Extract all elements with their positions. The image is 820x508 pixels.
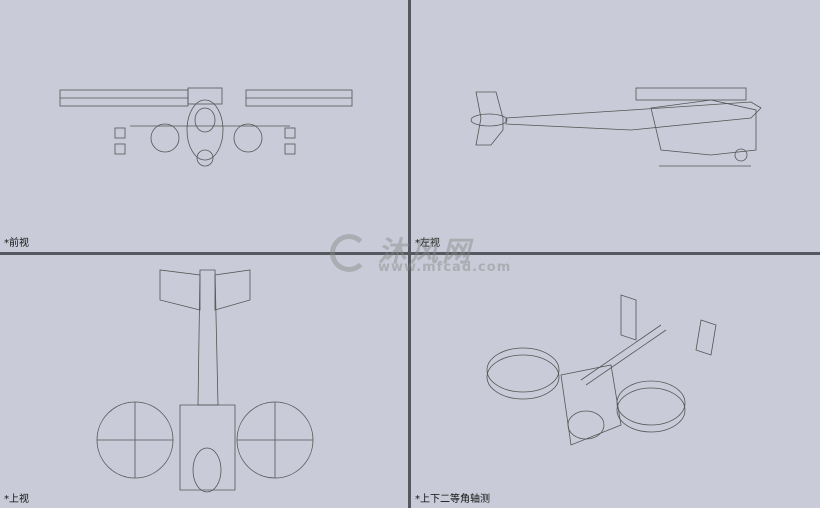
viewport-left[interactable]: *左视 [411,0,820,252]
viewport-label: *上视 [4,494,29,505]
side-view-drawing [470,87,762,167]
viewport-front[interactable]: *前视 [0,0,408,252]
viewport-label: *左视 [415,238,440,249]
watermark: 沐风网 www.mfcad.com [330,230,510,276]
watermark-logo-icon [330,234,368,272]
viewport-label: *上下二等角轴测 [415,494,490,505]
watermark-cn: 沐风网 [378,235,475,268]
front-view-drawing [59,87,353,167]
isometric-view-drawing [486,294,717,446]
top-view-drawing [96,269,314,493]
viewport-top[interactable]: *上视 [0,255,408,508]
watermark-en: www.mfcad.com [378,260,512,275]
viewport-splitter-horizontal[interactable] [0,252,820,255]
viewport-label: *前视 [4,238,29,249]
viewport-isometric[interactable]: *上下二等角轴测 [411,255,820,508]
